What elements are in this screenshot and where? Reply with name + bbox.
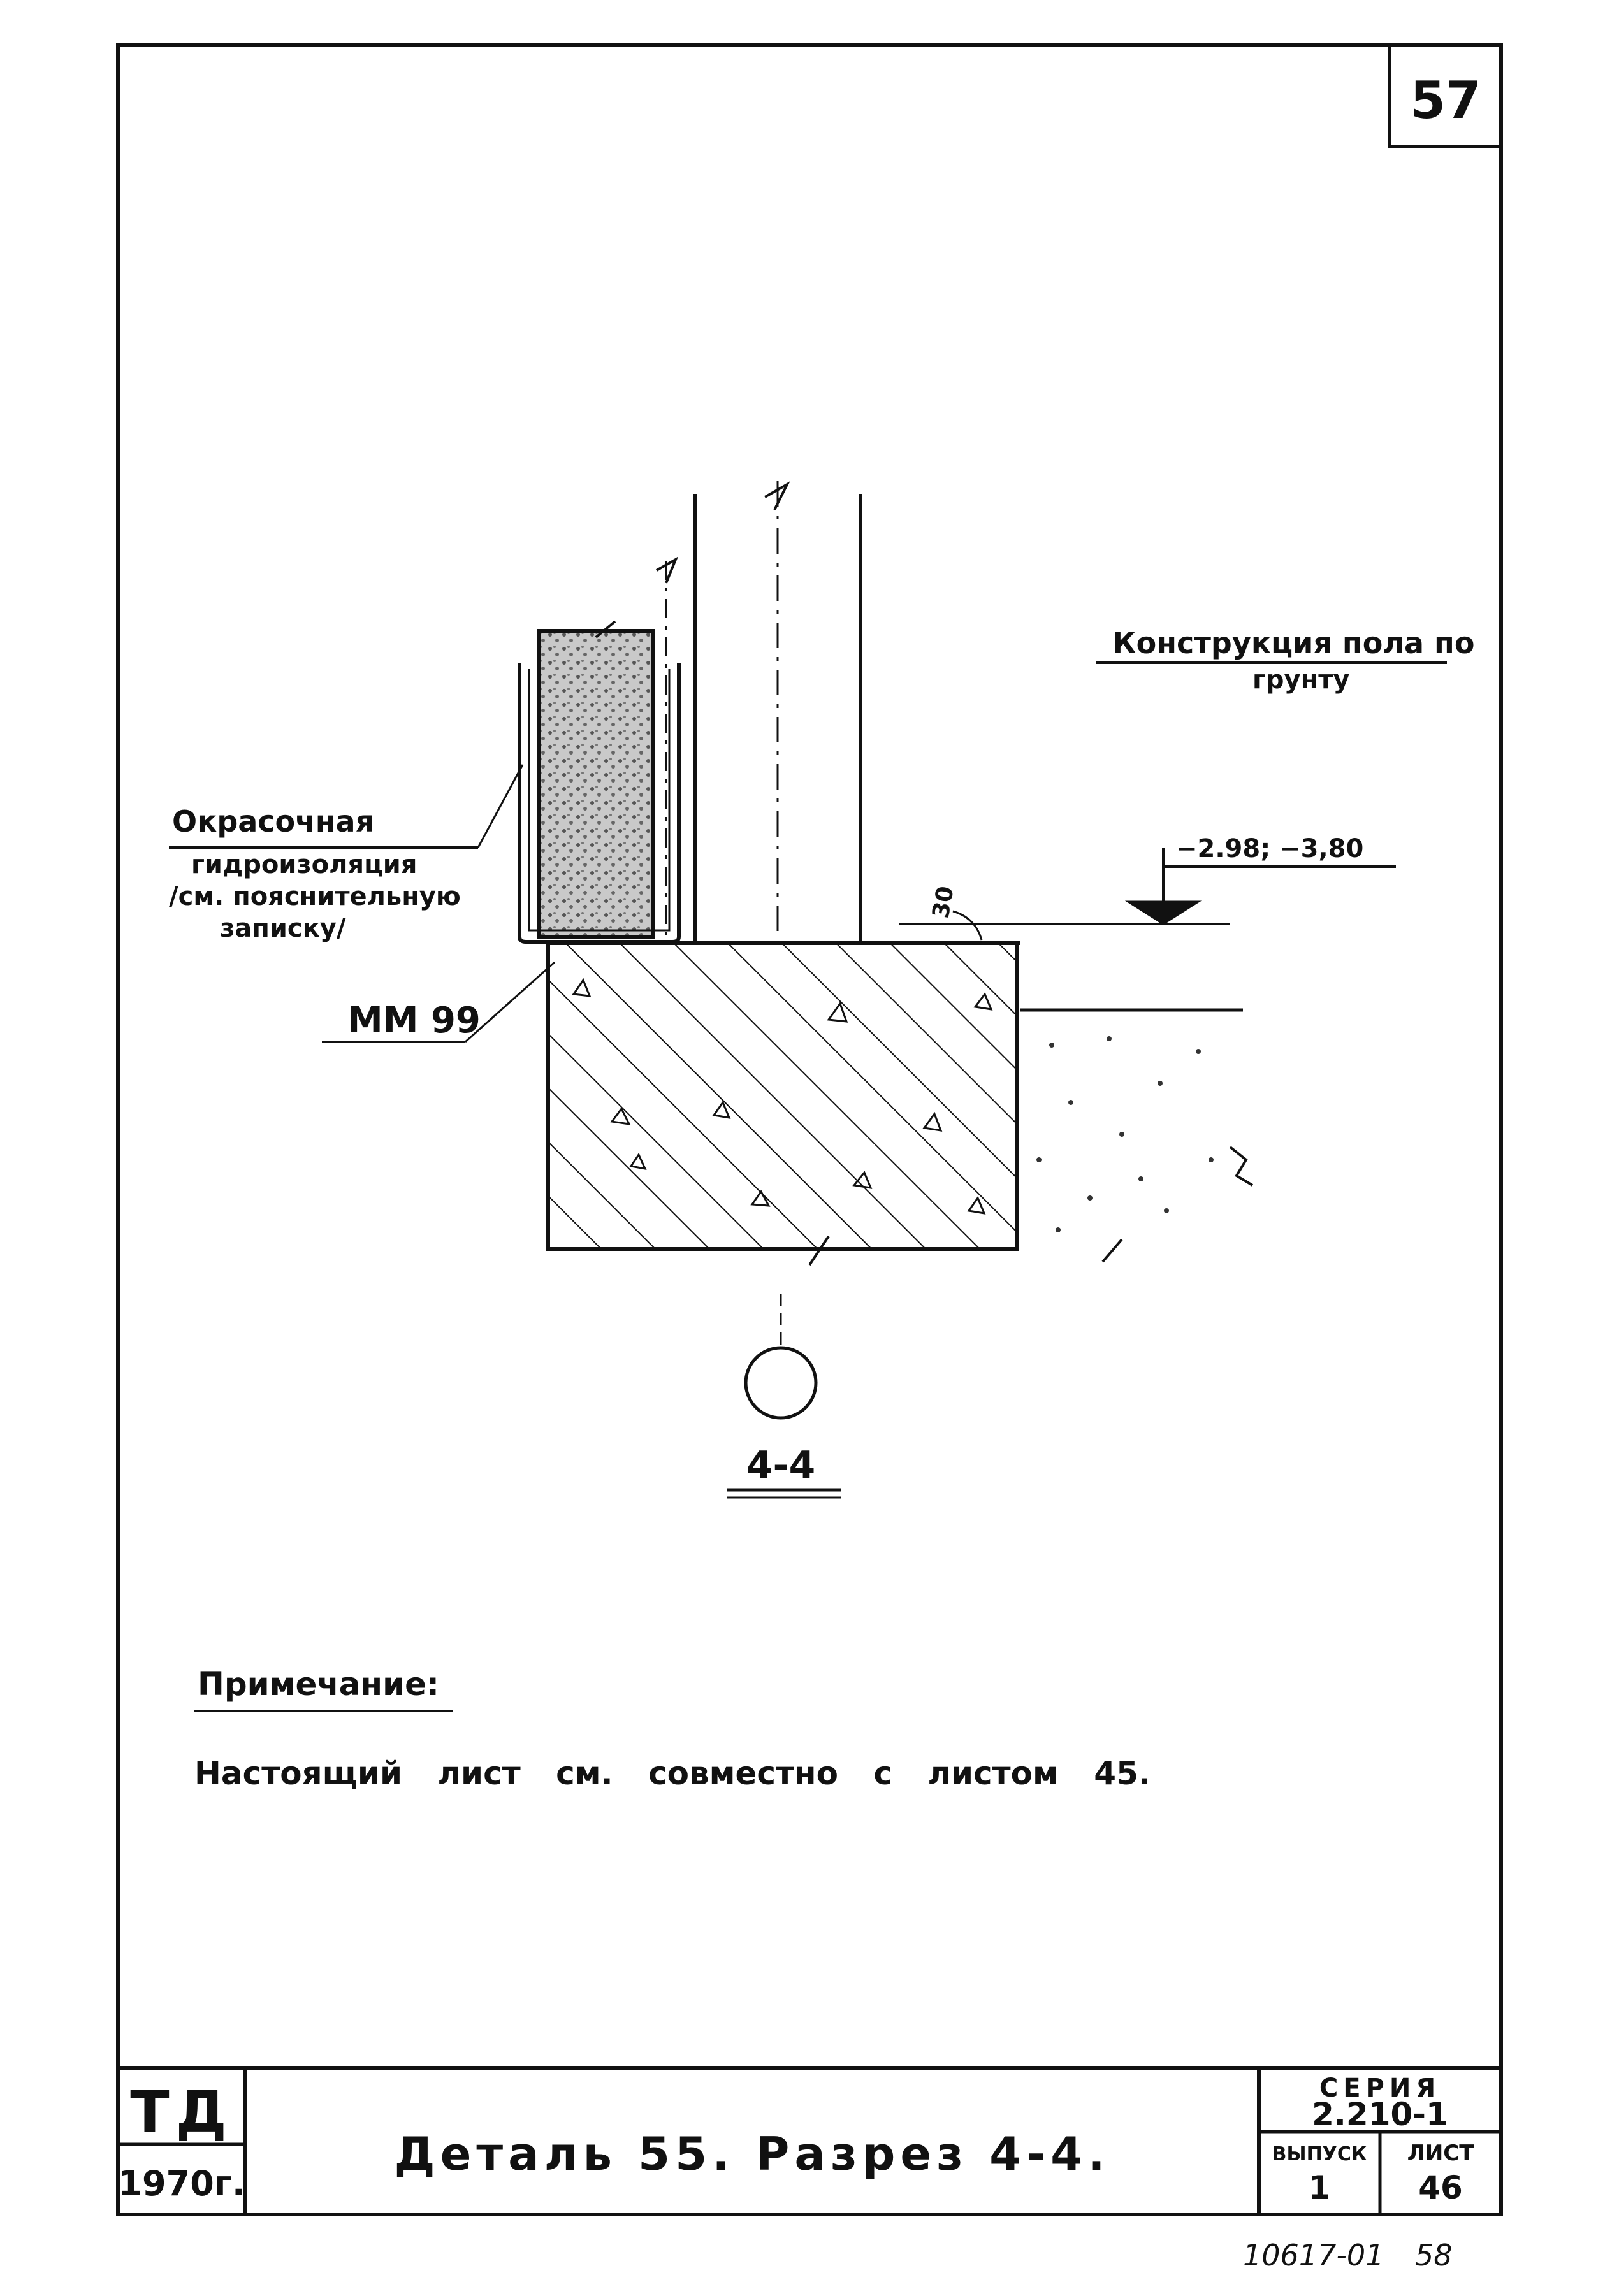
sheet-frame — [116, 43, 1503, 2216]
break-mark-foundation — [808, 1235, 830, 1266]
waterproof-label-3: /см. пояснительную — [169, 882, 461, 911]
issue-label: ВЫПУСК — [1272, 2143, 1367, 2165]
sheet-value: 46 — [1418, 2169, 1463, 2206]
sheet-label: ЛИСТ — [1407, 2141, 1475, 2166]
org-label: ТД — [130, 2079, 233, 2146]
year-label: 1970г. — [118, 2163, 245, 2204]
elevation-label: −2.98; −3,80 — [1176, 834, 1363, 863]
page-number-box — [1388, 43, 1503, 148]
bottom-stamp: 10617-01 — [1243, 2238, 1384, 2272]
floor-label-top: Конструкция пола по — [1112, 626, 1474, 660]
break-mark-ins — [656, 556, 679, 584]
waterproofing-channel-inner — [528, 669, 671, 932]
insulation-block — [537, 629, 655, 939]
mark-leader — [465, 961, 555, 1043]
page-number: 57 — [1410, 71, 1481, 130]
floor-label-bottom: грунту — [1252, 665, 1350, 695]
dim-30: 30 — [928, 884, 959, 920]
top-leader — [595, 620, 616, 639]
series-label: СЕРИЯ — [1319, 2074, 1441, 2103]
waterproof-label-1: Окрасочная — [172, 804, 374, 839]
waterproof-label-2: гидроизоляция — [191, 850, 417, 879]
dim-leader — [952, 910, 983, 941]
waterproof-leader — [477, 764, 524, 848]
note-text: Настоящий лист см. совместно с листом 45… — [194, 1755, 1151, 1792]
issue-value: 1 — [1309, 2169, 1331, 2206]
section-label: 4-4 — [746, 1443, 815, 1488]
note-title: Примечание: — [198, 1666, 439, 1703]
break-mark-soil — [1229, 1146, 1254, 1187]
section-circle — [744, 1346, 818, 1420]
mark-label: ММ 99 — [347, 1000, 481, 1041]
break-mark-bottom — [1101, 1238, 1123, 1263]
soil-fill — [1036, 1036, 1214, 1232]
bottom-stamp-num: 58 — [1415, 2238, 1453, 2272]
break-mark-top — [764, 480, 790, 510]
series-value: 2.210-1 — [1312, 2096, 1448, 2133]
foundation-block — [546, 941, 1019, 1251]
waterproof-label-4: записку/ — [220, 914, 346, 943]
sheet-title: Деталь 55. Разрез 4-4. — [394, 2127, 1110, 2181]
concrete-aggregate — [572, 978, 993, 1215]
